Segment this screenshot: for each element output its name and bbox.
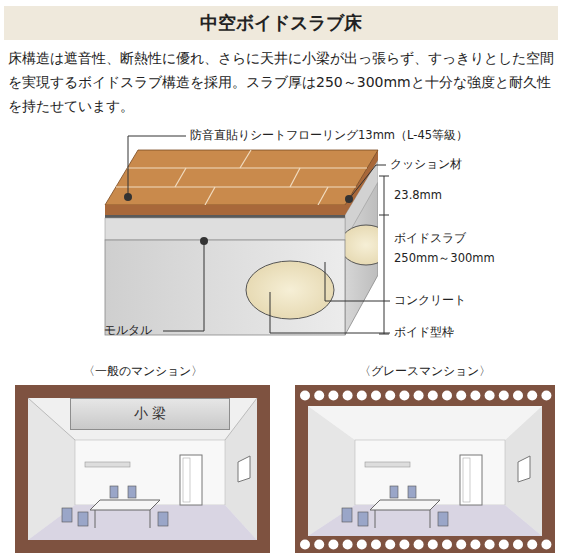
void-hole bbox=[541, 391, 551, 401]
void-hole bbox=[300, 391, 310, 401]
void-hole bbox=[357, 540, 367, 550]
void-hole bbox=[399, 391, 409, 401]
void-hole bbox=[314, 540, 324, 550]
void-hole bbox=[300, 540, 310, 550]
part-label: モルタル bbox=[104, 323, 152, 338]
void-hole bbox=[499, 540, 509, 550]
beam-box: 小 梁 bbox=[70, 398, 230, 430]
part-label: 防音直貼りシートフローリング13mm（L-45等級） bbox=[190, 128, 468, 143]
dimension: ボイドスラブ 250mm～300mm bbox=[394, 228, 504, 268]
void-hole bbox=[456, 391, 466, 401]
void-hole bbox=[314, 391, 324, 401]
void-hole bbox=[527, 391, 537, 401]
void-hole bbox=[485, 391, 495, 401]
void-hole bbox=[328, 540, 338, 550]
title: 中空ボイドスラブ床 bbox=[4, 6, 558, 40]
void-hole bbox=[343, 540, 353, 550]
void-hole bbox=[414, 540, 424, 550]
part-label: クッション材 bbox=[390, 157, 462, 172]
void-hole bbox=[527, 540, 537, 550]
title-band bbox=[4, 6, 558, 40]
part-label: コンクリート bbox=[394, 293, 466, 308]
void-hole bbox=[428, 540, 438, 550]
void-hole bbox=[541, 540, 551, 550]
void-hole bbox=[485, 540, 495, 550]
void-hole bbox=[470, 540, 480, 550]
room-grace bbox=[295, 385, 555, 553]
void-hole bbox=[442, 540, 452, 550]
void-hole bbox=[513, 540, 523, 550]
void-hole bbox=[513, 391, 523, 401]
void-hole bbox=[385, 391, 395, 401]
void-hole bbox=[371, 391, 381, 401]
void-hole bbox=[428, 391, 438, 401]
room-caption: 〈グレースマンション〉 bbox=[295, 363, 555, 380]
void-hole bbox=[442, 391, 452, 401]
part-label: ボイド型枠 bbox=[394, 325, 454, 340]
void-hole bbox=[456, 540, 466, 550]
void-hole bbox=[357, 391, 367, 401]
void-hole bbox=[499, 391, 509, 401]
room-general bbox=[15, 385, 270, 553]
body-text: 床構造は遮音性、断熱性に優れ、さらに天井に小梁が出っ張らず、すっきりとした空間を… bbox=[8, 46, 558, 118]
beam-label: 小 梁 bbox=[134, 405, 166, 423]
dimension: 23.8mm bbox=[394, 188, 442, 202]
void-hole bbox=[414, 391, 424, 401]
void-hole bbox=[385, 540, 395, 550]
void-hole bbox=[399, 540, 409, 550]
void-hole bbox=[371, 540, 381, 550]
void-hole bbox=[328, 391, 338, 401]
void-hole bbox=[470, 391, 480, 401]
slab-figure bbox=[105, 136, 400, 340]
room-caption: 〈一般のマンション〉 bbox=[15, 363, 270, 380]
void-hole bbox=[343, 391, 353, 401]
